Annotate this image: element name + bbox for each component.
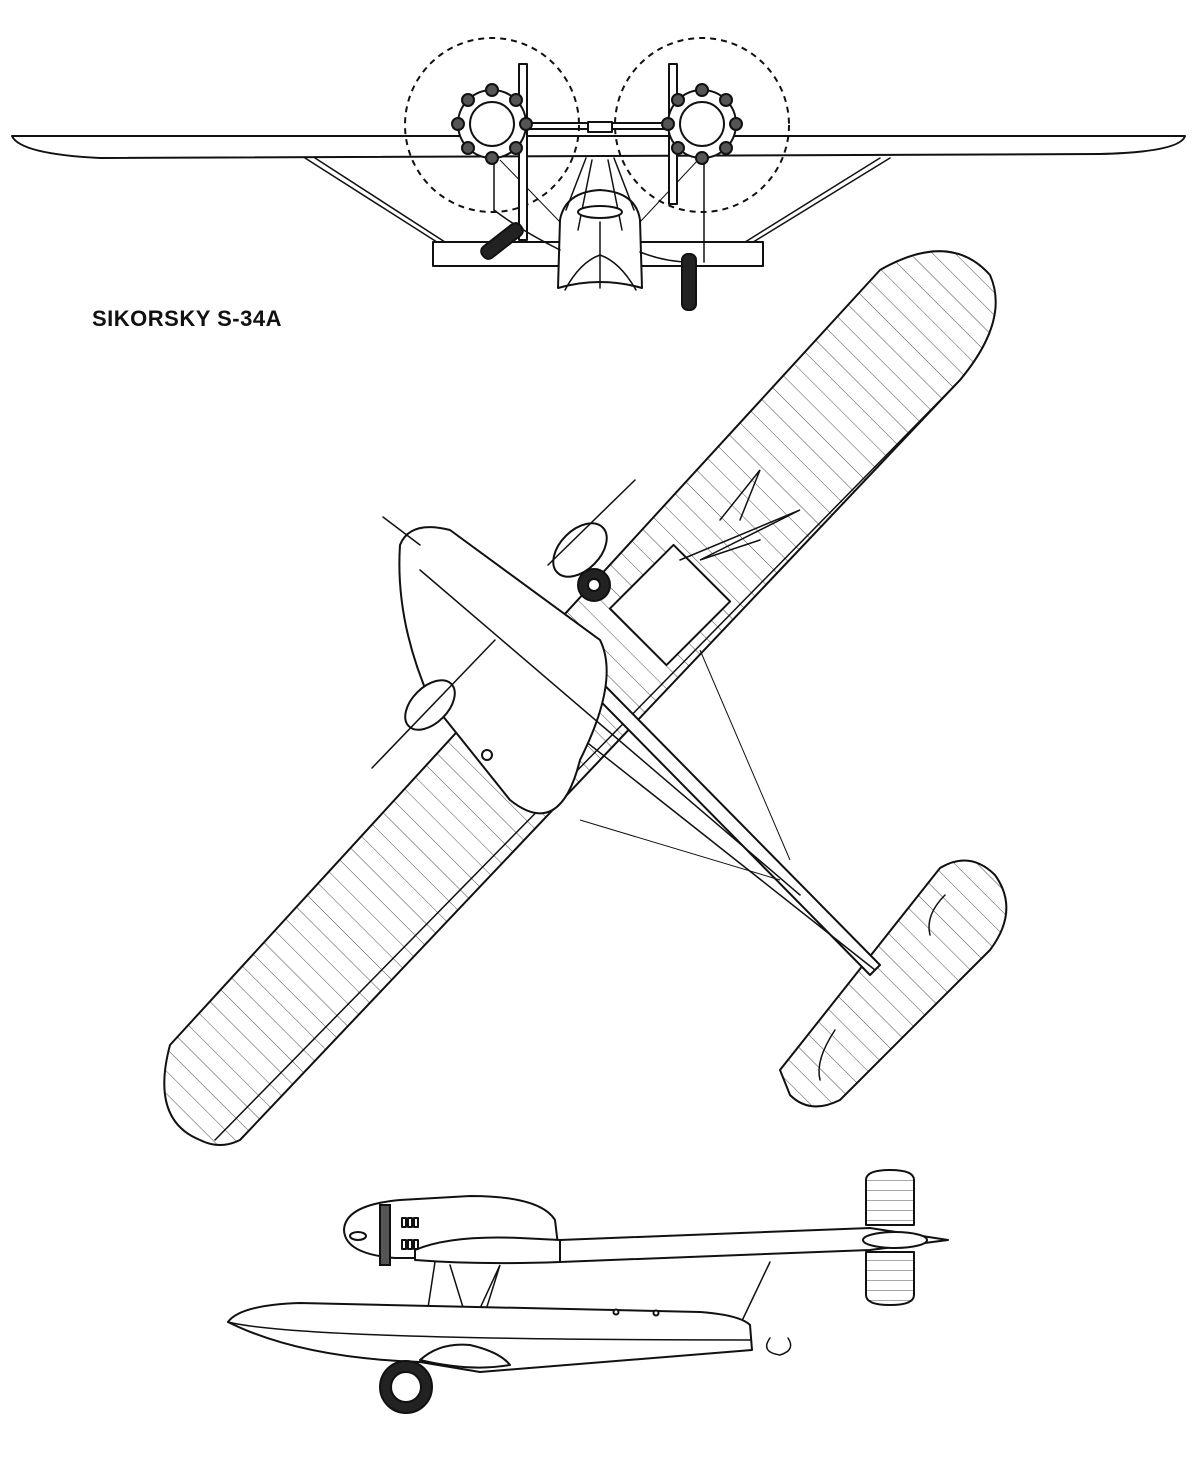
side-porthole-a xyxy=(612,1308,620,1316)
hull-bottom xyxy=(564,254,637,291)
artist-signature xyxy=(765,1337,792,1356)
tail-trim-upper xyxy=(928,894,946,936)
side-step xyxy=(419,1343,511,1369)
wing-strut-right-a xyxy=(741,157,881,245)
top-propeller-right xyxy=(547,479,636,566)
front-cockpit xyxy=(577,205,623,219)
tail-trim-lower xyxy=(818,1029,836,1081)
top-tailplane xyxy=(779,859,1008,1108)
side-spinner xyxy=(349,1231,367,1241)
tail-brace-wire-a xyxy=(699,649,791,861)
hull-porthole xyxy=(481,749,493,761)
hull-centerline xyxy=(419,569,801,896)
side-wing xyxy=(414,1236,561,1265)
top-wing-strut-b xyxy=(719,469,761,521)
wing-strut-left-a xyxy=(304,157,441,245)
gear-wheel-left xyxy=(480,222,524,260)
top-hull xyxy=(398,526,608,815)
radial-engine-left xyxy=(451,83,533,165)
side-porthole-b xyxy=(652,1309,660,1317)
side-tailplane xyxy=(862,1231,928,1249)
side-wheel-hub xyxy=(390,1371,422,1403)
radial-engine-right xyxy=(661,83,743,165)
top-engine-nacelle-left xyxy=(404,679,456,731)
top-wing-strut-a xyxy=(679,509,801,561)
side-exhaust-stubs xyxy=(401,1217,419,1250)
side-tail-strut xyxy=(739,1261,771,1326)
aircraft-title: SIKORSKY S-34A xyxy=(92,306,282,331)
propeller-disc-right xyxy=(614,37,790,213)
side-view xyxy=(227,1169,949,1414)
gear-wheel-right xyxy=(681,253,697,311)
top-engine-nacelle-right xyxy=(552,522,608,578)
front-wing xyxy=(11,135,1186,159)
wing-trailing-line xyxy=(214,379,961,1141)
cabane-struts xyxy=(565,157,635,231)
top-propeller-left xyxy=(371,639,496,769)
side-rudder-upper xyxy=(865,1169,915,1226)
bracing-wire-left xyxy=(499,159,561,223)
center-section xyxy=(608,543,732,667)
top-view xyxy=(163,250,1008,1146)
side-rudder-lower xyxy=(865,1251,915,1306)
top-wheel-hub xyxy=(587,578,601,592)
side-chine xyxy=(227,1321,751,1341)
pitot-probe xyxy=(382,516,421,546)
wing-strut-left-b xyxy=(314,157,449,245)
tail-brace-wire-b xyxy=(579,819,781,881)
wing-strut-right-b xyxy=(749,157,891,245)
engine-tie-plate xyxy=(587,121,613,133)
side-engine-cylinders xyxy=(379,1204,391,1266)
front-view xyxy=(11,37,1186,311)
propeller-disc-left xyxy=(404,37,580,213)
